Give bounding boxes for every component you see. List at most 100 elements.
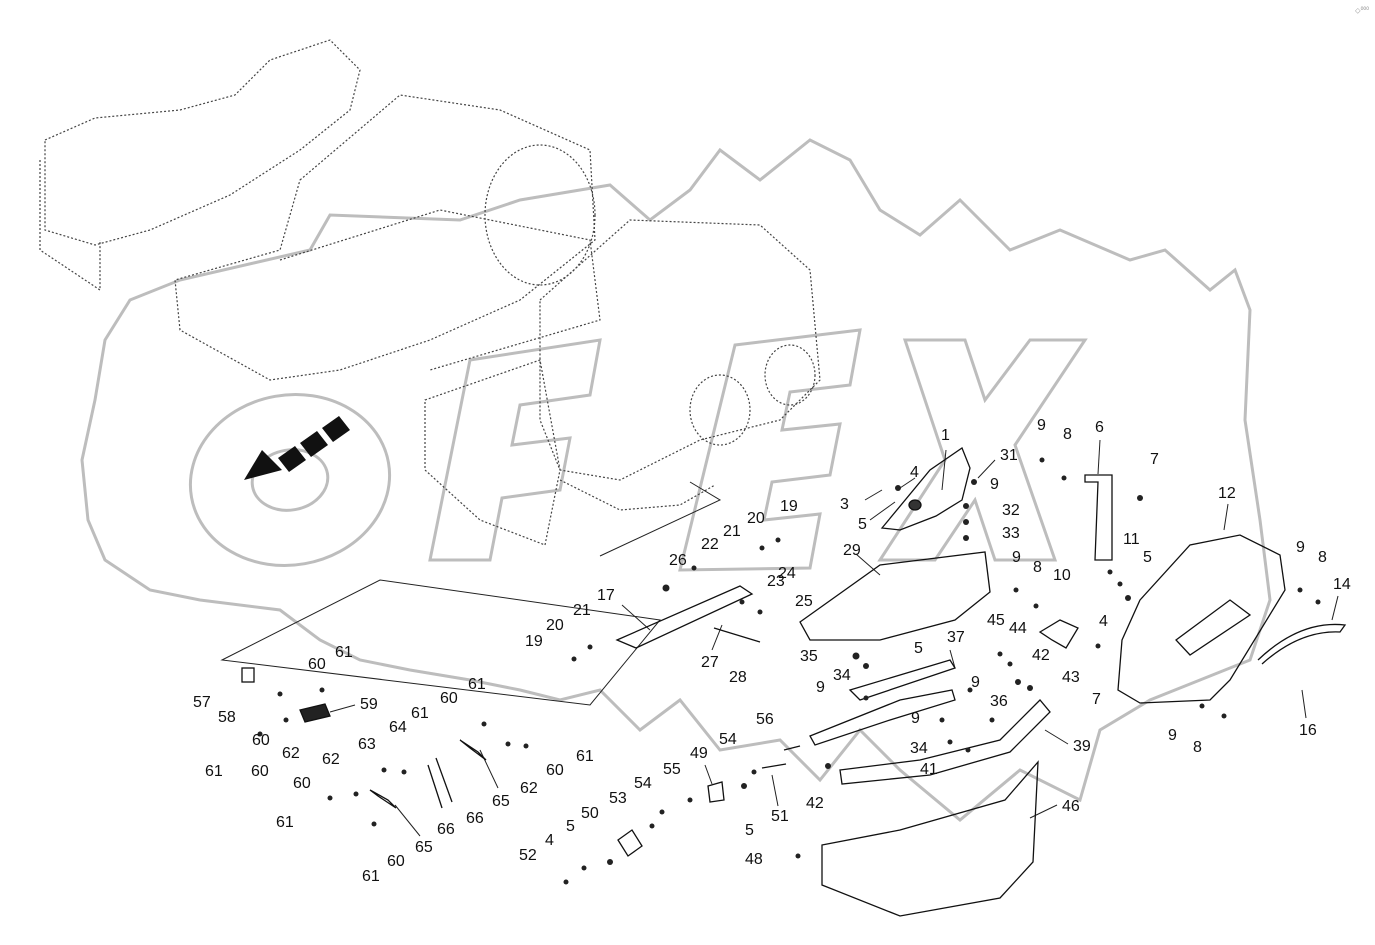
leader-65b [394, 804, 421, 837]
callout-16: 16 [1299, 722, 1317, 739]
fastener-5e [741, 783, 747, 789]
fastener-22 [691, 565, 697, 571]
callout-24: 24 [778, 565, 796, 582]
callout-17: 17 [597, 587, 615, 604]
callout-56: 56 [756, 711, 774, 728]
watermark-letter-e [678, 328, 862, 572]
callout-20: 20 [546, 617, 564, 634]
part-50-bracket [617, 829, 643, 857]
leader-49 [704, 764, 713, 785]
part-65a-link [459, 739, 487, 761]
fastener-60a [319, 687, 325, 693]
part-14-strip [1257, 623, 1347, 665]
callout-57: 57 [193, 694, 211, 711]
callout-60: 60 [308, 656, 326, 673]
leader-39 [1044, 729, 1069, 745]
leader-51 [771, 774, 779, 807]
arrow-dash-3 [322, 416, 350, 442]
callout-60: 60 [387, 853, 405, 870]
callout-61: 61 [205, 763, 223, 780]
callout-9: 9 [911, 710, 920, 727]
watermark-letter-x [877, 338, 1088, 562]
callout-60: 60 [252, 732, 270, 749]
callout-61: 61 [411, 705, 429, 722]
part-17-rail [615, 585, 754, 649]
callout-23: 23 [767, 573, 785, 590]
callout-9: 9 [1296, 539, 1305, 556]
part-65b-link [369, 789, 397, 809]
part-37-cross [809, 689, 956, 746]
fastener-8b [1315, 599, 1321, 605]
callout-62: 62 [322, 751, 340, 768]
callout-5: 5 [1143, 549, 1152, 566]
left-header-housing [44, 39, 361, 246]
leader-16 [1301, 689, 1307, 719]
part-66a-rod [427, 764, 443, 809]
fastener-20a [759, 545, 765, 551]
fastener-24 [757, 609, 763, 615]
callout-19: 19 [525, 633, 543, 650]
fastener-31 [971, 479, 977, 485]
fastener-55 [687, 797, 693, 803]
fastener-60e [327, 795, 333, 801]
callout-61: 61 [576, 748, 594, 765]
callout-4: 4 [545, 832, 554, 849]
right-header-lower [559, 479, 716, 511]
callout-34: 34 [833, 667, 851, 684]
callout-55: 55 [663, 761, 681, 778]
fastener-9a [963, 503, 969, 509]
callout-5: 5 [566, 818, 575, 835]
callout-49: 49 [690, 745, 708, 762]
part-46-panel [821, 760, 1039, 917]
component-parts [241, 447, 1347, 917]
leader-17 [621, 604, 651, 631]
callout-58: 58 [218, 709, 236, 726]
callout-22: 22 [701, 536, 719, 553]
fastener-5d [607, 859, 613, 865]
main-auger-drum [174, 94, 596, 381]
fastener-58 [277, 691, 283, 697]
main-drum-frame [279, 209, 601, 371]
corner-mark: ⬦⁰⁰⁰ [1355, 6, 1369, 15]
callout-8: 8 [1033, 559, 1042, 576]
callout-28: 28 [729, 669, 747, 686]
part-37-frame [848, 659, 956, 701]
fastener-62c [353, 791, 359, 797]
leader-65a [479, 749, 499, 789]
callout-4: 4 [1099, 613, 1108, 630]
fastener-5c [863, 663, 869, 669]
fastener-35 [852, 652, 860, 660]
fastener-20b [587, 644, 593, 650]
left-header-lower [39, 160, 101, 292]
callout-8: 8 [1318, 549, 1327, 566]
callout-60: 60 [251, 763, 269, 780]
callout-42: 42 [806, 795, 824, 812]
part-10-bracket [1038, 619, 1079, 649]
fastener-60f [371, 821, 377, 827]
fastener-54b [659, 809, 665, 815]
part-12-cover [1117, 534, 1286, 704]
fastener-26 [662, 584, 670, 592]
fastener-5b [1125, 595, 1131, 601]
fastener-9f [967, 687, 973, 693]
callout-51: 51 [771, 808, 789, 825]
callout-9: 9 [1037, 417, 1046, 434]
callout-54: 54 [634, 775, 652, 792]
callout-5: 5 [745, 822, 754, 839]
callout-37: 37 [947, 629, 965, 646]
callout-11: 11 [1123, 531, 1140, 548]
fastener-8d [1221, 713, 1227, 719]
fastener-9g [939, 717, 945, 723]
callout-61: 61 [468, 676, 486, 693]
callout-62: 62 [520, 780, 538, 797]
background-assemblies [39, 39, 821, 546]
fastener-62a [283, 717, 289, 723]
watermark-letter-o [188, 393, 392, 567]
part-51-bolt [761, 763, 787, 769]
callout-9: 9 [971, 674, 980, 691]
part-59-cylinder [299, 703, 331, 723]
part-56-bolt [783, 745, 801, 751]
callout-66: 66 [466, 810, 484, 827]
callout-62: 62 [282, 745, 300, 762]
